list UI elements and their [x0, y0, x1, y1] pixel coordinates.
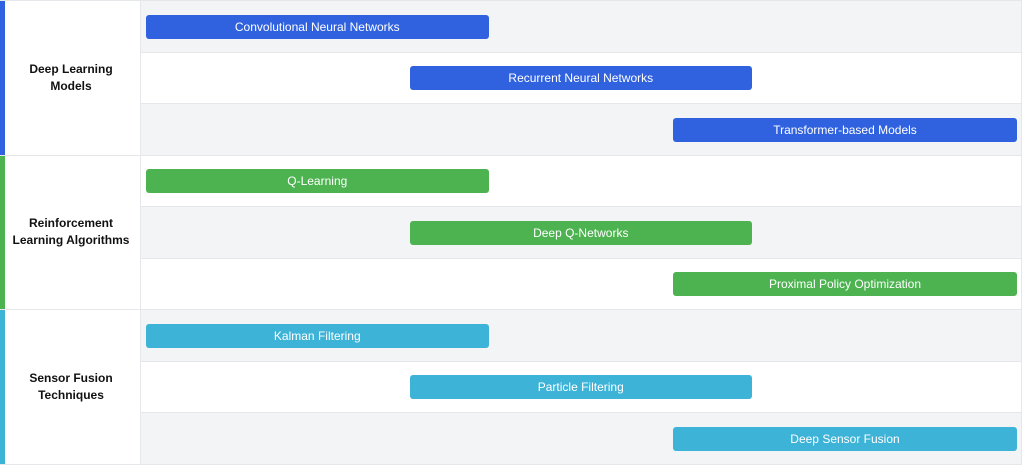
task-bar[interactable]: Kalman Filtering	[146, 324, 489, 348]
task-bar[interactable]: Convolutional Neural Networks	[146, 15, 489, 39]
task-bar[interactable]: Proximal Policy Optimization	[673, 272, 1017, 296]
group-color-accent	[0, 310, 5, 464]
group-label: Sensor Fusion Techniques	[0, 370, 140, 404]
group-color-accent	[0, 1, 5, 155]
chart-right-border	[1021, 0, 1022, 465]
group-label-cell: Sensor Fusion Techniques	[0, 310, 141, 465]
task-bar[interactable]: Particle Filtering	[410, 375, 753, 399]
group-label: Reinforcement Learning Algorithms	[0, 215, 140, 249]
group-color-accent	[0, 156, 5, 310]
group-label-cell: Reinforcement Learning Algorithms	[0, 156, 141, 311]
group-label-cell: Deep Learning Models	[0, 1, 141, 156]
task-bar[interactable]: Transformer-based Models	[673, 118, 1017, 142]
task-bar[interactable]: Deep Sensor Fusion	[673, 427, 1017, 451]
task-bar[interactable]: Q-Learning	[146, 169, 489, 193]
task-bar[interactable]: Recurrent Neural Networks	[410, 66, 753, 90]
group-label: Deep Learning Models	[0, 61, 140, 95]
task-bar[interactable]: Deep Q-Networks	[410, 221, 753, 245]
